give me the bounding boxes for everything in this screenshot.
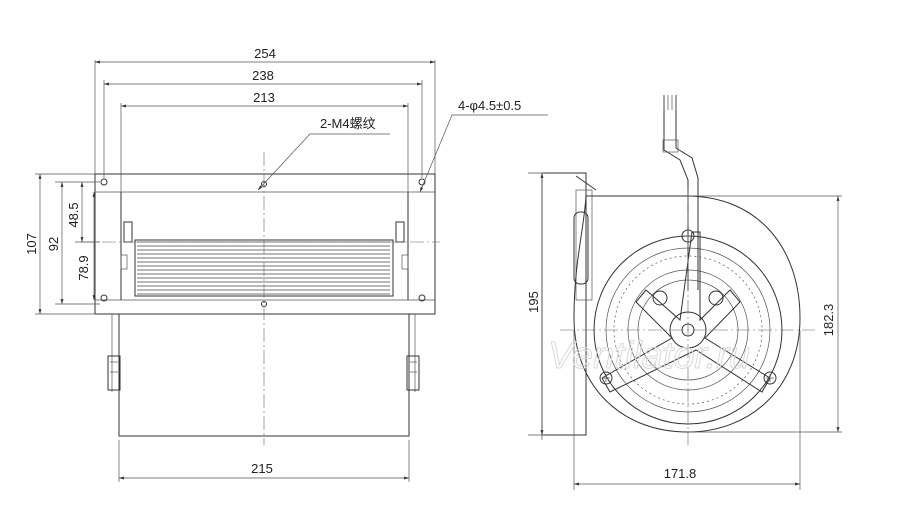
dim-48-5: 48.5	[66, 202, 81, 227]
cable	[663, 95, 699, 290]
mount-hole	[418, 178, 426, 186]
scroll-housing	[573, 195, 801, 433]
watermark: Ventilator.ru	[548, 335, 750, 377]
note-holes: 4-φ4.5±0.5	[458, 98, 521, 113]
dim-213: 213	[253, 90, 275, 105]
note-thread: 2-M4螺纹	[320, 116, 376, 131]
motor-spider	[601, 231, 771, 393]
mount-hole	[100, 294, 108, 302]
dim-92: 92	[46, 237, 61, 251]
dim-254: 254	[254, 46, 276, 61]
dim-107: 107	[24, 233, 39, 255]
side-view: 195 182.3 171.8 Ventilator.ru	[526, 95, 842, 490]
dim-195: 195	[526, 291, 541, 313]
dim-171-8: 171.8	[664, 466, 697, 481]
flange-plate	[94, 173, 436, 315]
mount-hole	[418, 294, 426, 302]
dim-78-9: 78.9	[76, 255, 91, 280]
dim-238: 238	[252, 68, 274, 83]
front-view: 254 238 213 215 2-M4螺纹 4-φ4.5±0.5 107 92…	[24, 46, 548, 482]
dim-215: 215	[251, 461, 273, 476]
mount-hole	[100, 178, 108, 186]
dim-182-3: 182.3	[821, 304, 836, 337]
impeller-blades	[137, 241, 390, 295]
